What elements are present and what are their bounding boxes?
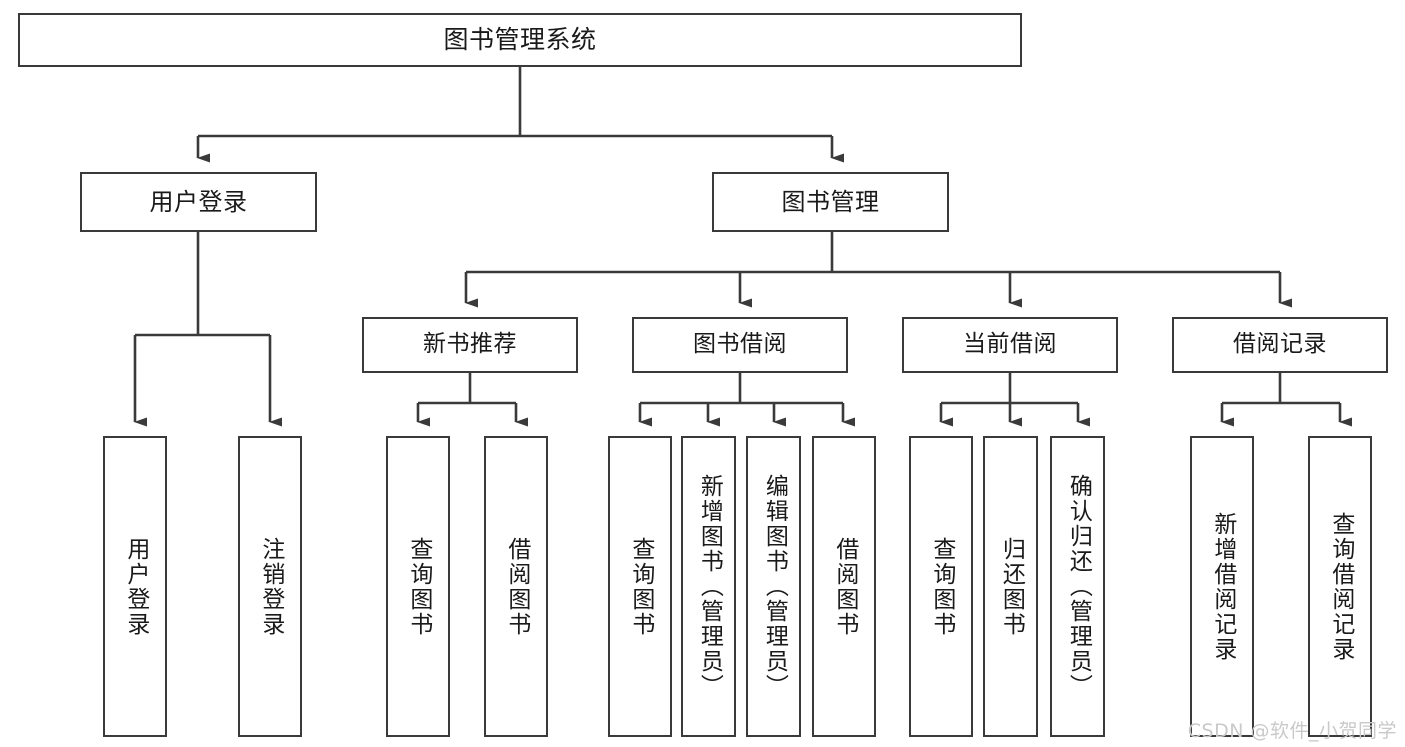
node-new-book-recommend[interactable]: 新书推荐: [362, 317, 578, 373]
node-leaf-query-book-3[interactable]: 查询图书: [909, 436, 973, 737]
node-book-borrow[interactable]: 图书借阅: [632, 317, 848, 373]
node-new-book-recommend-label: 新书推荐: [423, 331, 517, 358]
node-leaf-query-book-1[interactable]: 查询图书: [386, 436, 450, 737]
node-user-login-label: 用户登录: [149, 187, 248, 216]
node-leaf-add-borrow-record[interactable]: 新增借阅记录: [1190, 436, 1254, 737]
node-root-label: 图书管理系统: [443, 25, 597, 54]
node-book-management-label: 图书管理: [781, 187, 880, 216]
node-user-login[interactable]: 用户登录: [80, 172, 317, 232]
node-current-borrow-label: 当前借阅: [963, 331, 1057, 358]
node-leaf-user-login[interactable]: 用户登录: [103, 436, 167, 737]
node-leaf-query-borrow-record[interactable]: 查询借阅记录: [1308, 436, 1372, 737]
node-leaf-borrow-book-1[interactable]: 借阅图书: [484, 436, 548, 737]
node-leaf-add-book-label: 新增图书（管理员）: [696, 474, 723, 699]
node-leaf-logout-login[interactable]: 注销登录: [238, 436, 302, 737]
node-leaf-confirm-return-label: 确认归还（管理员）: [1065, 474, 1092, 699]
node-book-management[interactable]: 图书管理: [712, 172, 949, 232]
node-current-borrow[interactable]: 当前借阅: [902, 317, 1118, 373]
node-leaf-query-book-3-label: 查询图书: [928, 536, 955, 637]
node-leaf-edit-book[interactable]: 编辑图书（管理员）: [746, 436, 801, 737]
node-leaf-add-borrow-record-label: 新增借阅记录: [1209, 511, 1236, 662]
node-borrow-record[interactable]: 借阅记录: [1172, 317, 1388, 373]
node-leaf-add-book[interactable]: 新增图书（管理员）: [681, 436, 736, 737]
node-leaf-query-book-2[interactable]: 查询图书: [608, 436, 672, 737]
node-leaf-user-login-label: 用户登录: [122, 536, 149, 637]
node-leaf-borrow-book-2-label: 借阅图书: [831, 536, 858, 637]
node-leaf-return-book-label: 归还图书: [998, 536, 1025, 637]
node-leaf-query-book-1-label: 查询图书: [405, 536, 432, 637]
node-leaf-logout-login-label: 注销登录: [257, 536, 284, 637]
node-leaf-confirm-return[interactable]: 确认归还（管理员）: [1050, 436, 1105, 737]
node-leaf-return-book[interactable]: 归还图书: [983, 436, 1038, 737]
node-leaf-query-borrow-record-label: 查询借阅记录: [1327, 511, 1354, 662]
node-leaf-borrow-book-1-label: 借阅图书: [503, 536, 530, 637]
node-leaf-borrow-book-2[interactable]: 借阅图书: [812, 436, 876, 737]
node-borrow-record-label: 借阅记录: [1233, 331, 1327, 358]
node-root[interactable]: 图书管理系统: [18, 13, 1022, 67]
node-book-borrow-label: 图书借阅: [693, 331, 787, 358]
node-leaf-query-book-2-label: 查询图书: [627, 536, 654, 637]
node-leaf-edit-book-label: 编辑图书（管理员）: [761, 474, 788, 699]
